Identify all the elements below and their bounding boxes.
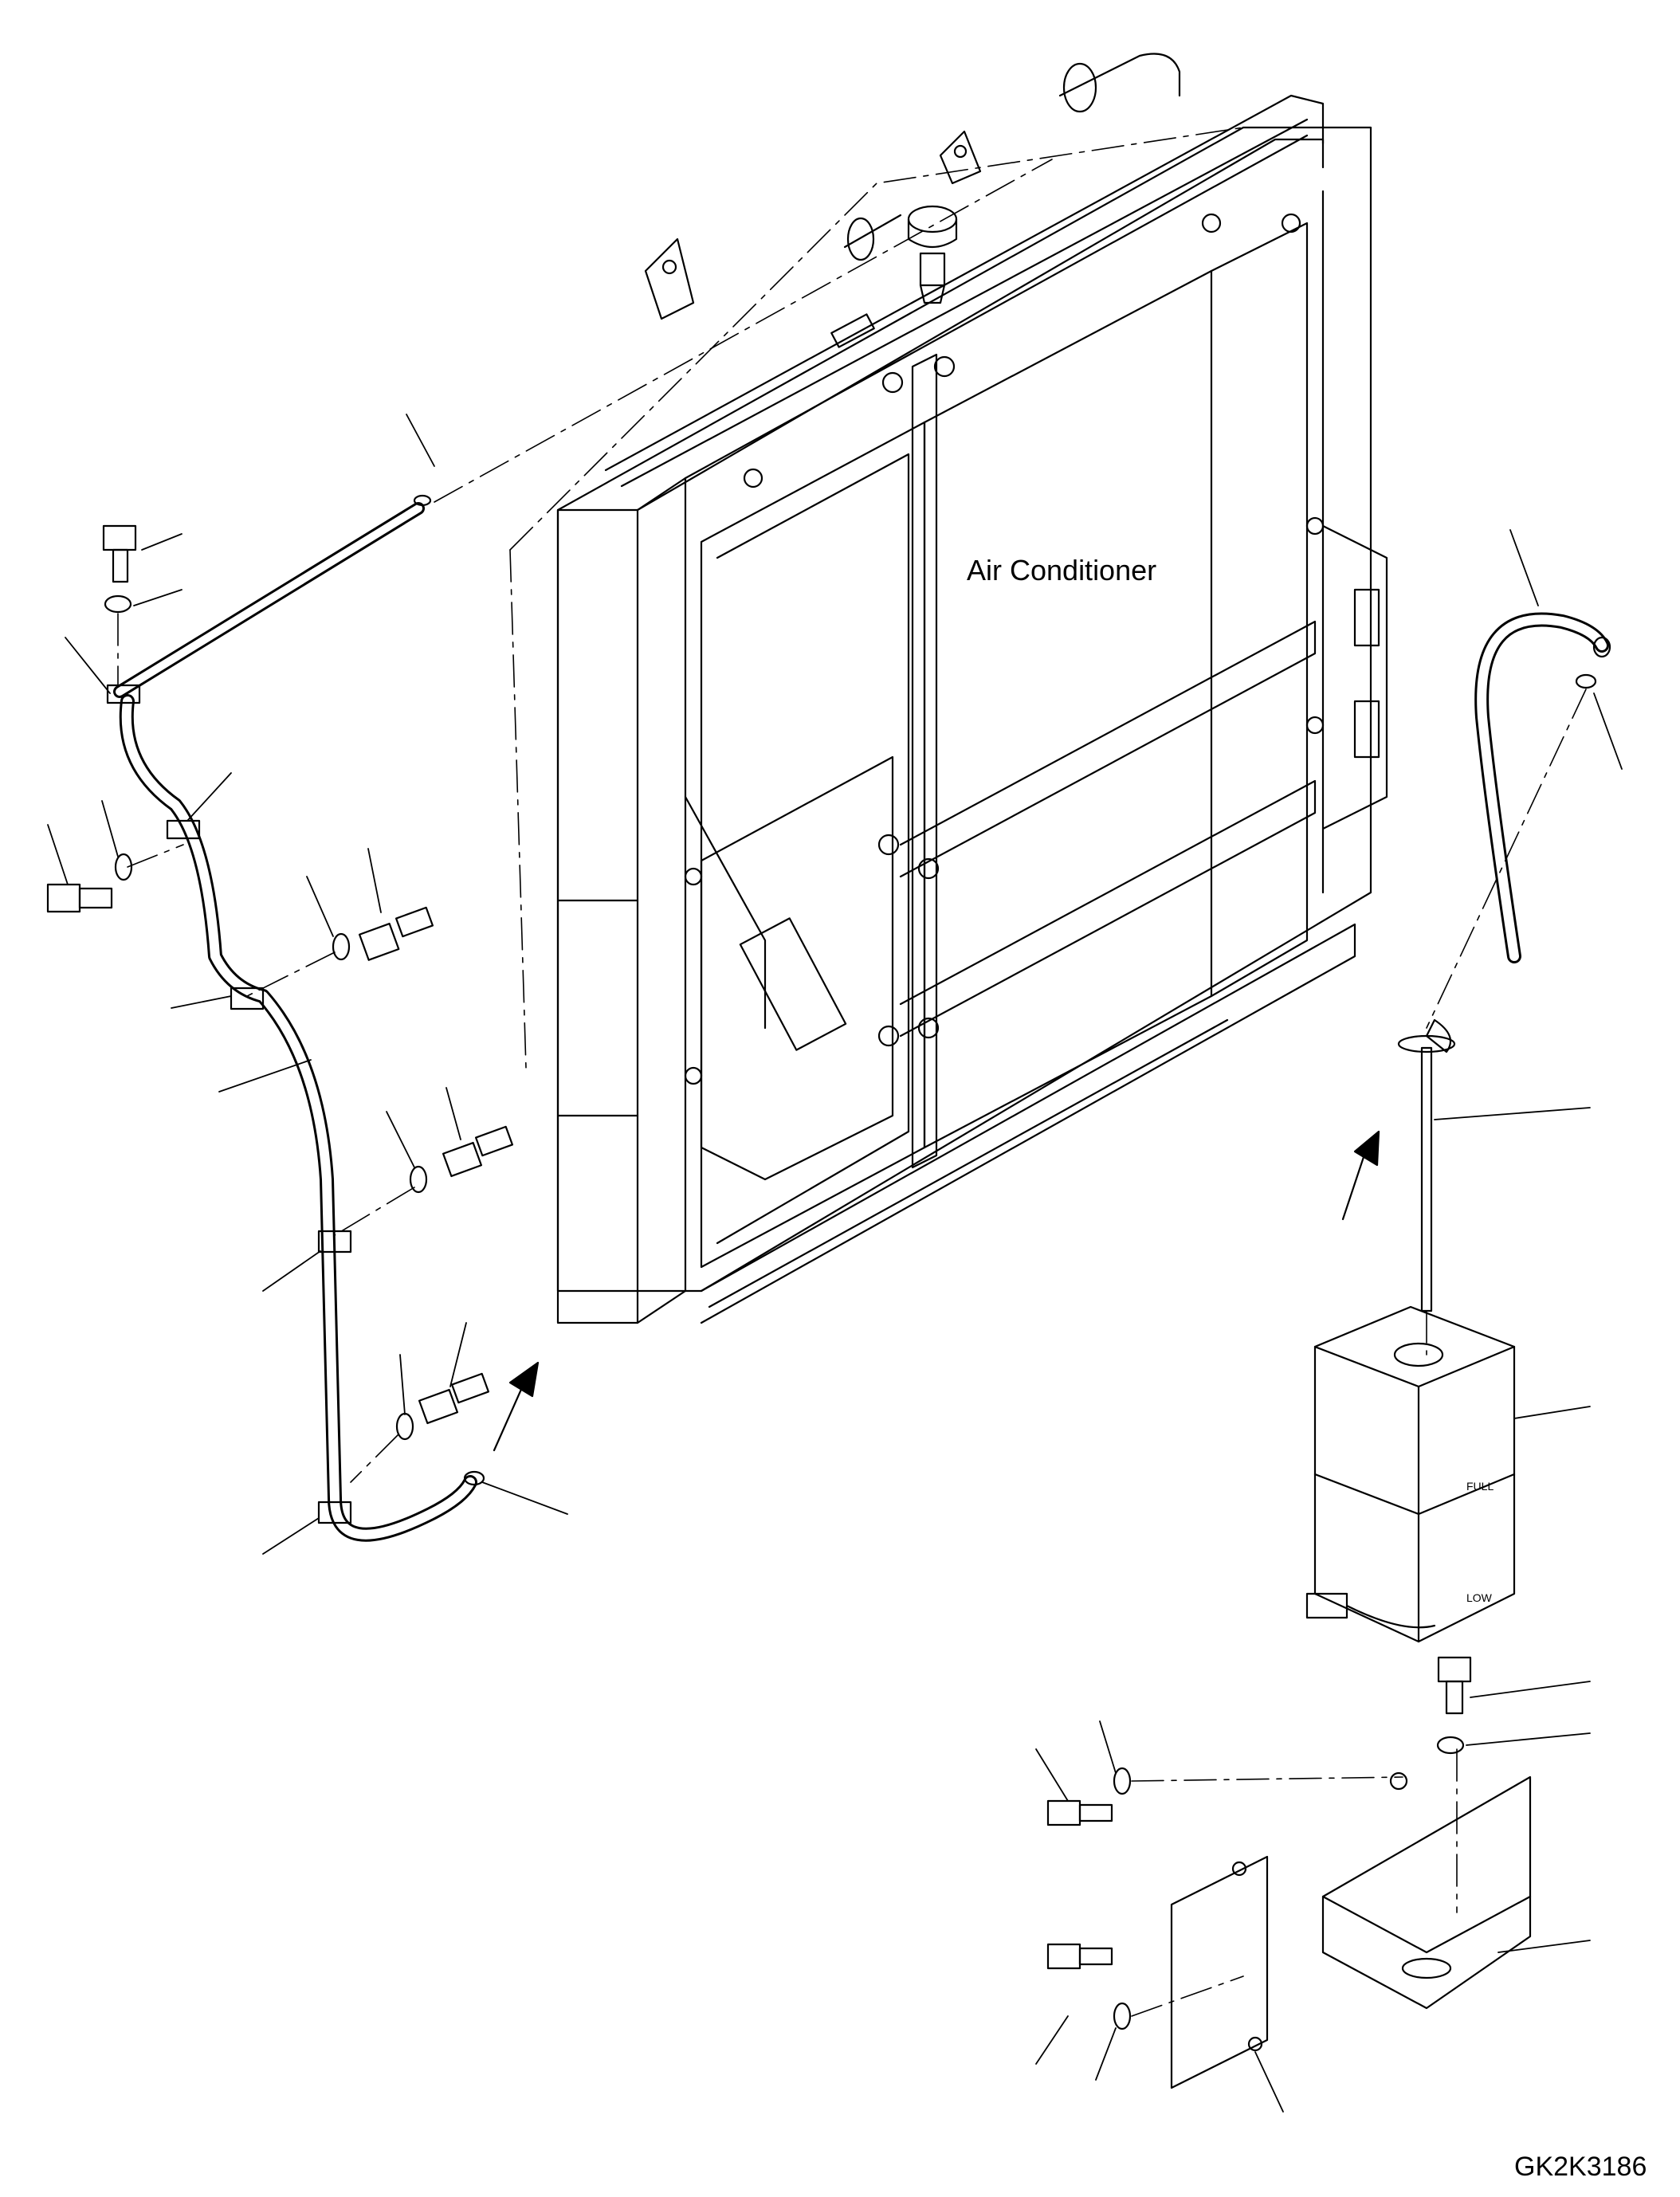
arrow-icon xyxy=(494,1363,538,1450)
washer xyxy=(105,596,131,612)
washer xyxy=(1438,1737,1463,1753)
drawing-code: GK2K3186 xyxy=(1514,2152,1647,2182)
leader-lines xyxy=(48,414,567,1554)
filler-cap-icon xyxy=(909,206,956,303)
washer xyxy=(397,1414,413,1439)
alignment-lines xyxy=(118,159,1052,1482)
bolt xyxy=(1439,1658,1470,1713)
tank-bracket xyxy=(1172,1773,1530,2088)
hose-clamp xyxy=(1576,675,1596,688)
washer xyxy=(1114,2003,1130,2029)
air-conditioner-label: Air Conditioner xyxy=(967,554,1156,587)
washer xyxy=(116,854,131,880)
bolt xyxy=(104,526,135,582)
reservoir-tank: FULL LOW xyxy=(1307,1307,1514,1642)
drain-hose-left xyxy=(108,496,484,1535)
level-gauge xyxy=(1399,1020,1454,1311)
leader-lines xyxy=(1036,530,1622,2112)
bolt xyxy=(359,908,433,960)
washer xyxy=(1114,1768,1130,1794)
svg-text:LOW: LOW xyxy=(1466,1591,1493,1604)
bolt xyxy=(48,885,112,912)
bolt xyxy=(1048,1944,1112,1968)
mounting-outline xyxy=(510,128,1355,1323)
alignment-lines xyxy=(1132,143,1586,2016)
svg-text:FULL: FULL xyxy=(1466,1480,1494,1493)
washer xyxy=(333,934,349,959)
washer xyxy=(410,1167,426,1192)
breather-hose-right xyxy=(1482,620,1610,957)
bolt xyxy=(443,1127,512,1176)
air-conditioner-unit xyxy=(558,54,1387,1324)
bolt xyxy=(419,1374,489,1423)
arrow-icon xyxy=(1343,1132,1379,1219)
bolt xyxy=(1048,1801,1112,1825)
